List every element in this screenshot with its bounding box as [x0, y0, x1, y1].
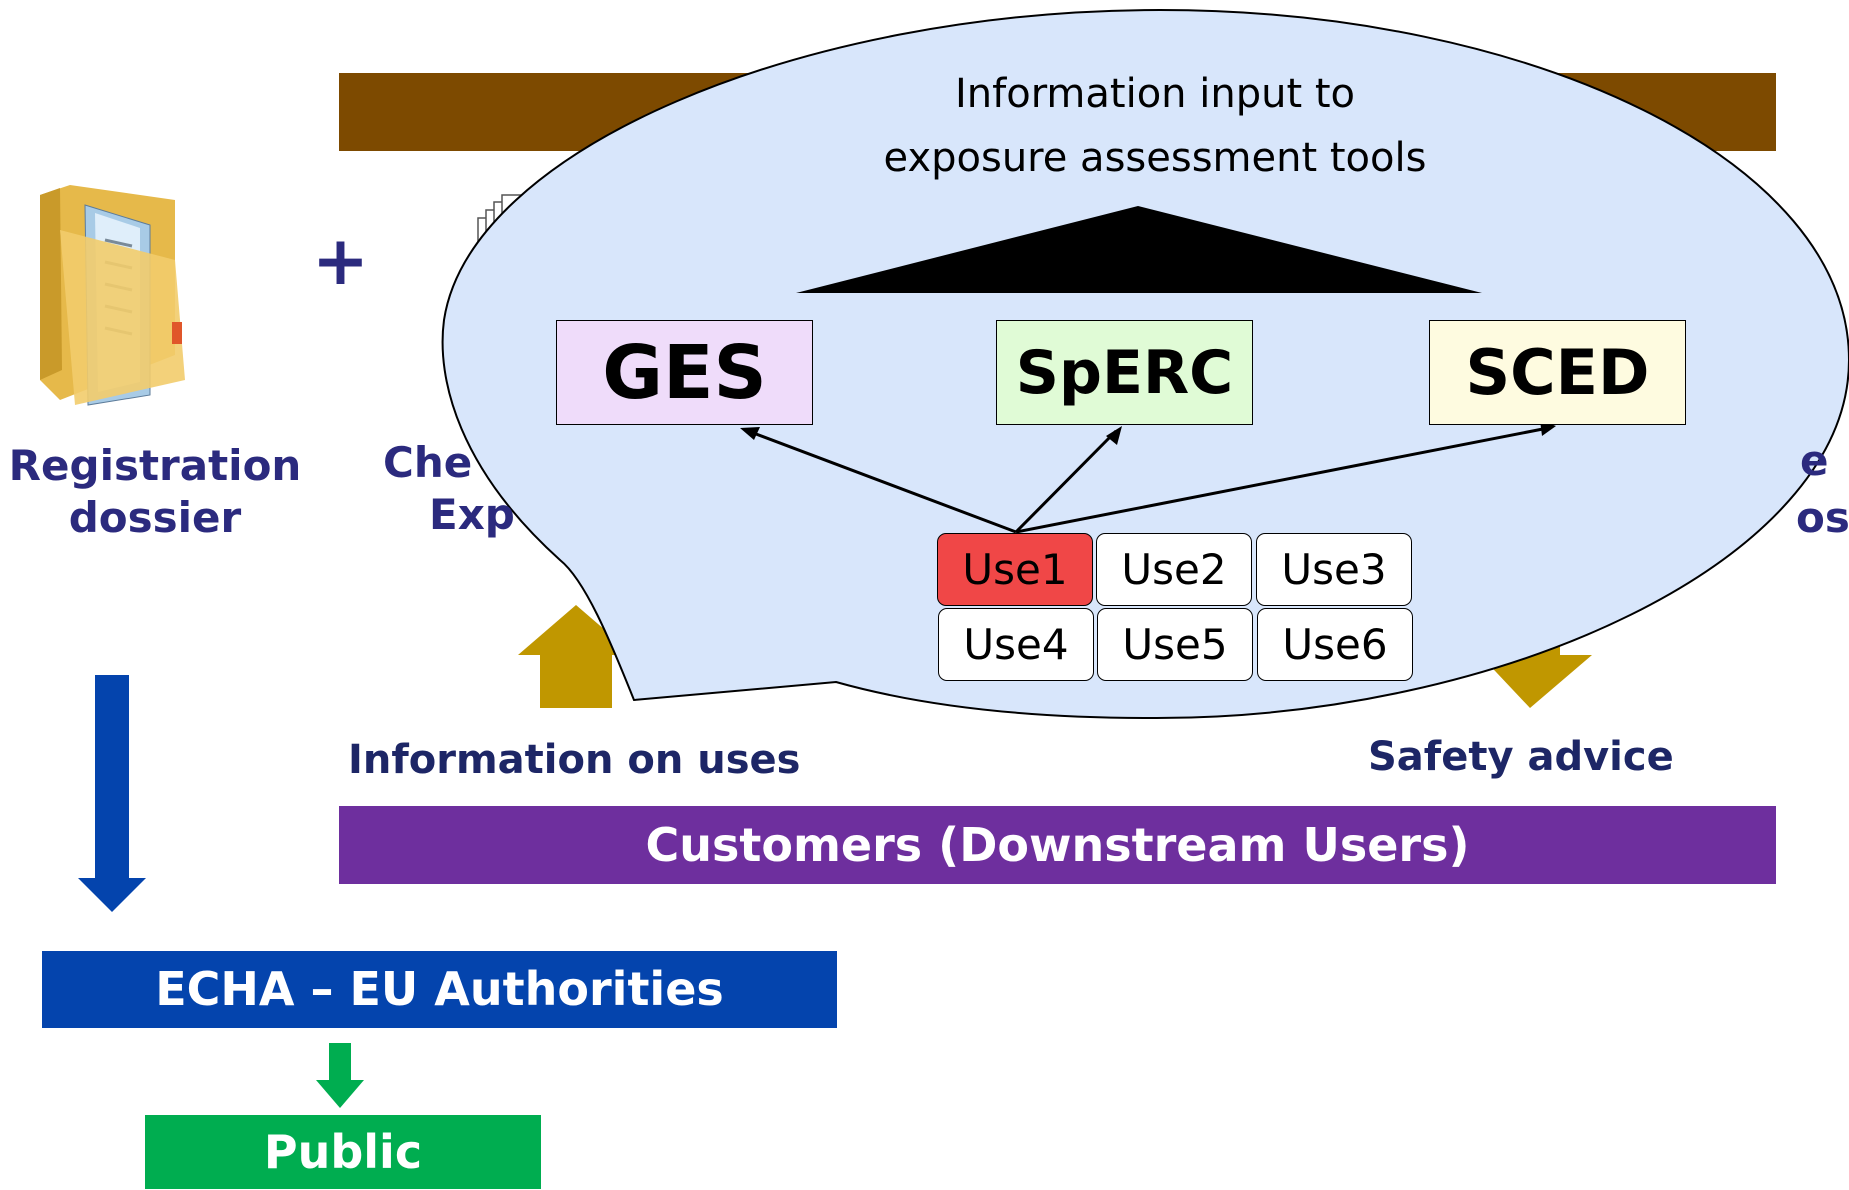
chemical-safety-partial-line1: Che — [383, 438, 473, 487]
echa-bar: ECHA – EU Authorities — [42, 951, 837, 1028]
right-label-partial: os — [1796, 493, 1849, 542]
registration-dossier-label: Registration dossier — [0, 440, 310, 544]
roof-triangle — [796, 206, 1482, 293]
use-box-6: Use6 — [1257, 608, 1413, 681]
chemical-safety-partial-line2: Exp — [429, 490, 515, 539]
blue-down-arrow — [78, 675, 146, 912]
customers-bar: Customers (Downstream Users) — [339, 806, 1776, 884]
use-box-3: Use3 — [1256, 533, 1412, 606]
plus-sign: + — [312, 222, 369, 301]
arrowhead-ges — [740, 427, 760, 440]
callout-title-line2: exposure assessment tools — [883, 135, 1427, 181]
arrowhead-sperc — [1106, 426, 1122, 445]
callout-title-line1: Information input to — [954, 71, 1356, 117]
ges-box: GES — [556, 320, 813, 425]
sced-box: SCED — [1429, 320, 1686, 425]
use-box-2: Use2 — [1096, 533, 1252, 606]
chemical-safety-label-partial: Che Exp — [383, 437, 515, 541]
safety-advice-label: Safety advice — [1368, 734, 1674, 780]
folder-icon — [40, 185, 185, 406]
sperc-box: SpERC — [996, 320, 1253, 425]
callout-title: Information input to exposure assessment… — [800, 62, 1510, 190]
green-down-arrow — [316, 1043, 364, 1108]
use-box-1: Use1 — [937, 533, 1093, 606]
use-box-4: Use4 — [938, 608, 1094, 681]
connector-arrows — [747, 426, 1549, 534]
right-label-partial-top: e — [1800, 436, 1829, 485]
registration-label-line2: dossier — [68, 493, 242, 542]
information-on-uses-label: Information on uses — [348, 737, 801, 783]
public-bar: Public — [145, 1115, 541, 1189]
registration-label-line1: Registration — [8, 441, 302, 490]
use-box-5: Use5 — [1097, 608, 1253, 681]
